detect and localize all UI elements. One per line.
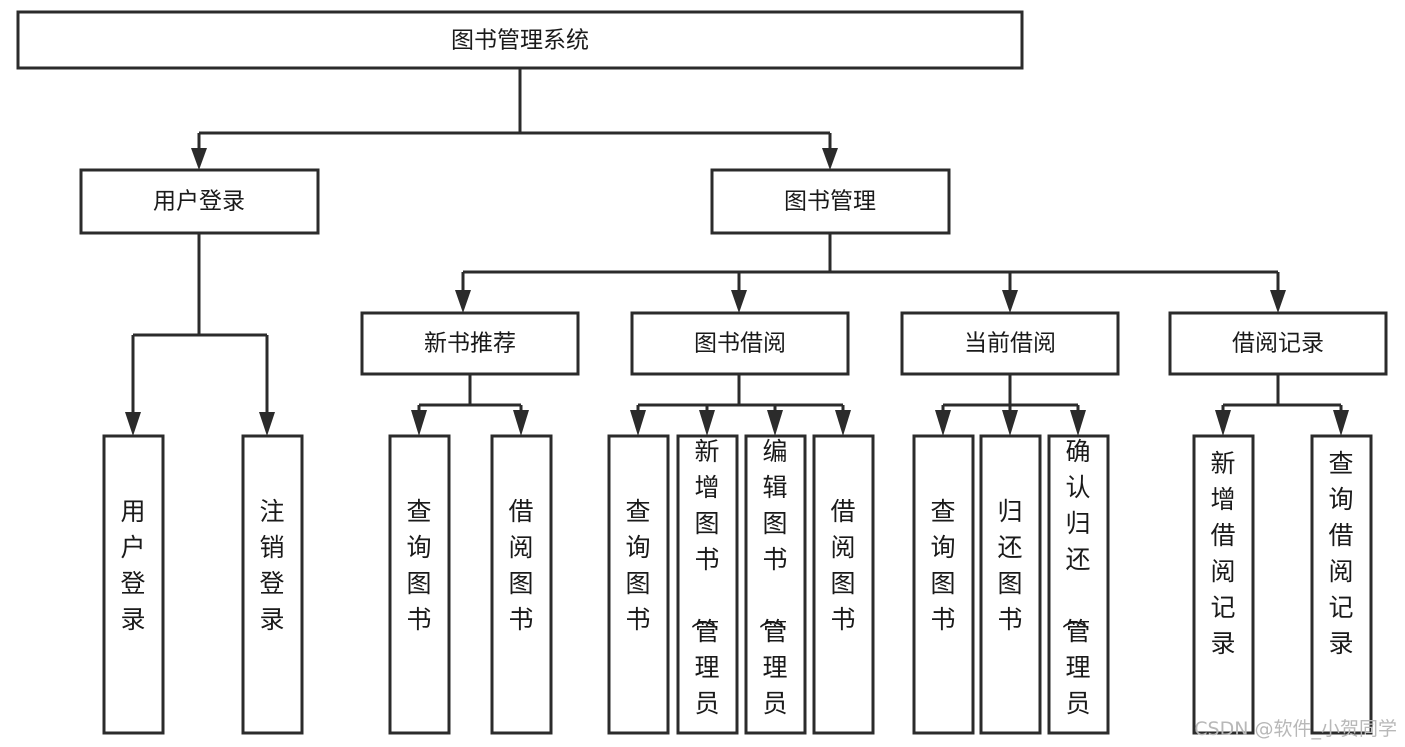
arrow-head-user-login [191,148,207,170]
node-current-borrow-label: 当前借阅 [964,331,1056,357]
node-book-borrow[interactable]: 图书借阅 [630,311,850,376]
node-book-manage-label: 图书管理 [784,189,876,215]
node-current-borrow-box [900,311,1120,376]
leaf-node-book-borrow-1-box [676,434,739,735]
leaf-node-current-borrow-0-label: 查询图书 [930,497,955,634]
leaf-node-current-borrow-2[interactable]: 确认归还（管理员） [1047,434,1110,747]
node-user-login[interactable]: 用户登录 [79,168,320,235]
leaf-node-user-login-0-box [102,434,165,735]
node-root-system-label: 图书管理系统 [451,28,589,54]
leaf-node-borrow-record-1-box [1310,434,1373,735]
arrow-head-borrow-record [1270,290,1286,313]
arrow-head-leaf-borrow-record-1 [1333,410,1349,436]
leaf-node-book-borrow-3-box [812,434,875,735]
leaf-node-new-book-recommend-0[interactable]: 查询图书 [388,434,451,735]
node-user-login-label: 用户登录 [153,189,245,215]
leaf-node-book-borrow-0-label: 查询图书 [625,497,650,634]
leaf-node-borrow-record-0[interactable]: 新增借阅记录 [1192,434,1255,735]
arrow-head-leaf-user-login-1 [259,412,275,436]
arrow-head-leaf-book-borrow-3 [835,410,851,436]
leaf-node-user-login-0[interactable]: 用户登录 [102,434,165,735]
leaf-node-user-login-0-label: 用户登录 [120,497,145,634]
arrow-head-leaf-book-borrow-0 [630,410,646,436]
leaf-node-new-book-recommend-1-label: 借阅图书 [508,497,533,634]
node-borrow-record[interactable]: 借阅记录 [1168,311,1388,376]
node-new-book-recommend-box [360,311,580,376]
leaf-node-borrow-record-0-box [1192,434,1255,735]
arrow-head-leaf-new-book-0 [411,410,427,436]
leaf-node-new-book-recommend-0-box [388,434,451,735]
leaf-node-current-borrow-2-box [1047,434,1110,735]
node-root-system-box [16,10,1024,70]
leaf-node-book-borrow-0[interactable]: 查询图书 [607,434,670,735]
node-current-borrow[interactable]: 当前借阅 [900,311,1120,376]
arrow-head-leaf-user-login-0 [125,412,141,436]
leaf-node-current-borrow-1[interactable]: 归还图书 [979,434,1042,735]
leaf-node-user-login-1[interactable]: 注销登录 [241,434,304,735]
arrow-head-new-book-recommend [455,290,471,313]
node-book-manage-box [710,168,951,235]
arrow-head-leaf-book-borrow-2 [767,410,783,436]
leaf-node-book-borrow-3[interactable]: 借阅图书 [812,434,875,735]
arrow-head-leaf-new-book-1 [513,410,529,436]
node-book-manage[interactable]: 图书管理 [710,168,951,235]
leaf-node-book-borrow-2[interactable]: 编辑图书（管理员） [744,434,807,747]
arrow-head-current-borrow [1002,290,1018,313]
leaf-node-book-borrow-1-label: 新增图书（管理员） [688,437,719,747]
leaf-node-borrow-record-1[interactable]: 查询借阅记录 [1310,434,1373,735]
leaf-node-current-borrow-1-label: 归还图书 [997,497,1022,634]
leaf-node-user-login-1-box [241,434,304,735]
leaf-node-book-borrow-2-box [744,434,807,735]
node-borrow-record-label: 借阅记录 [1232,331,1324,357]
connector-layer [125,68,1349,436]
node-new-book-recommend-label: 新书推荐 [424,331,516,357]
arrow-head-leaf-current-borrow-2 [1070,410,1086,436]
node-new-book-recommend[interactable]: 新书推荐 [360,311,580,376]
arrow-head-leaf-current-borrow-1 [1002,410,1018,436]
arrow-head-leaf-book-borrow-1 [699,410,715,436]
arrow-head-book-manage [822,148,838,170]
leaf-node-current-borrow-1-box [979,434,1042,735]
leaf-node-new-book-recommend-0-label: 查询图书 [406,497,431,634]
leaf-node-new-book-recommend-1[interactable]: 借阅图书 [490,434,553,735]
leaf-node-current-borrow-0[interactable]: 查询图书 [912,434,975,735]
leaf-node-borrow-record-0-label: 新增借阅记录 [1210,449,1235,658]
arrow-head-book-borrow [731,290,747,313]
leaf-node-current-borrow-0-box [912,434,975,735]
leaf-node-current-borrow-2-label: 确认归还（管理员） [1059,437,1090,747]
leaf-node-user-login-1-label: 注销登录 [259,497,284,634]
leaf-node-book-borrow-2-label: 编辑图书（管理员） [756,437,787,747]
leaf-node-book-borrow-1[interactable]: 新增图书（管理员） [676,434,739,747]
node-user-login-box [79,168,320,235]
node-borrow-record-box [1168,311,1388,376]
node-book-borrow-box [630,311,850,376]
node-root-system[interactable]: 图书管理系统 [16,10,1024,70]
leaf-node-book-borrow-3-label: 借阅图书 [830,497,855,634]
leaf-node-new-book-recommend-1-box [490,434,553,735]
arrow-head-leaf-current-borrow-0 [935,410,951,436]
leaf-node-borrow-record-1-label: 查询借阅记录 [1328,449,1353,658]
leaf-node-book-borrow-0-box [607,434,670,735]
arrow-head-leaf-borrow-record-0 [1215,410,1231,436]
node-book-borrow-label: 图书借阅 [694,331,786,357]
